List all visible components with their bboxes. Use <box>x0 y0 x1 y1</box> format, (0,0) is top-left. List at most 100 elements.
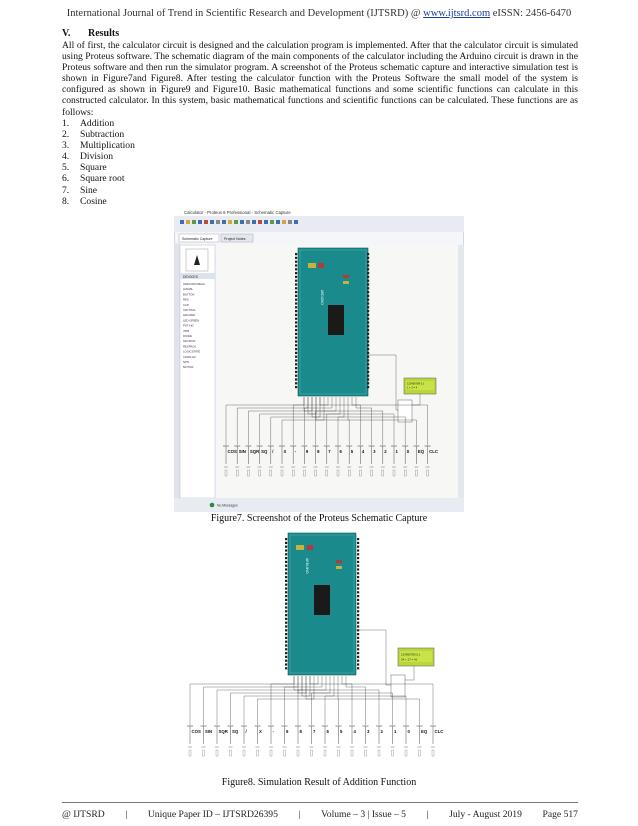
svg-text:9: 9 <box>306 449 309 454</box>
device-item[interactable]: BUTTON <box>183 292 194 296</box>
device-item[interactable]: CAP <box>183 303 189 307</box>
figure7-proteus-screenshot: Calculator - Proteus 8 Professional - Sc… <box>174 207 464 512</box>
calc-button[interactable]: SQR <box>245 445 260 477</box>
calc-button[interactable]: 7 <box>323 445 332 477</box>
toolbar-icons[interactable] <box>180 220 298 224</box>
device-item[interactable]: CRYSTAL <box>183 308 196 312</box>
calc-button[interactable]: 8 <box>295 725 303 757</box>
svg-text:ARDUINO: ARDUINO <box>305 558 309 574</box>
svg-text:9: 9 <box>286 729 289 734</box>
svg-text:CLC: CLC <box>429 449 438 454</box>
device-item[interactable]: CONN-H2 <box>183 355 196 359</box>
calc-button[interactable]: - <box>268 725 275 757</box>
svg-text:COS: COS <box>192 729 201 734</box>
svg-text:SQ: SQ <box>261 449 268 454</box>
device-item[interactable]: DIODE <box>183 334 192 338</box>
calc-button[interactable]: SIN <box>200 725 213 757</box>
svg-text:3: 3 <box>367 729 370 734</box>
list-item: 1.Addition <box>62 118 115 129</box>
svg-text:6: 6 <box>340 449 343 454</box>
calc-button[interactable]: 0 <box>403 725 411 757</box>
device-item[interactable]: NPN <box>183 360 189 364</box>
svg-text:COS: COS <box>228 449 237 454</box>
svg-text:5: 5 <box>340 729 343 734</box>
journal-link[interactable]: www.ijtsrd.com <box>423 8 491 19</box>
journal-header: International Journal of Trend in Scient… <box>66 8 572 19</box>
device-item[interactable]: LED-GREEN <box>183 318 199 322</box>
svg-text:/: / <box>246 729 248 734</box>
calc-button[interactable]: 3 <box>362 725 371 757</box>
svg-text:0: 0 <box>408 729 411 734</box>
calc-button[interactable]: 7 <box>308 725 317 757</box>
svg-text:8: 8 <box>300 729 303 734</box>
device-panel[interactable] <box>179 244 216 499</box>
section-number: V. <box>62 28 71 39</box>
device-item[interactable]: LED-RED <box>183 313 195 317</box>
function-list: 1.Addition 2.Subtraction 3.Multiplicatio… <box>62 118 135 207</box>
svg-text:7: 7 <box>313 729 316 734</box>
calc-button[interactable]: / <box>241 725 248 757</box>
device-item[interactable]: RESPACK <box>183 344 196 348</box>
svg-text:1: 1 <box>396 449 399 454</box>
calc-button[interactable]: 0 <box>402 445 410 477</box>
svg-text:0: 0 <box>407 449 410 454</box>
calc-button[interactable]: 9 <box>281 725 290 757</box>
figure8-caption: Figure8. Simulation Result of Addition F… <box>221 777 417 788</box>
device-item[interactable]: LM016L <box>183 287 194 291</box>
calc-button[interactable]: 2 <box>376 725 384 757</box>
calc-button[interactable]: 5 <box>335 725 344 757</box>
device-item[interactable]: MOTOR <box>183 365 193 369</box>
svg-text:SQ: SQ <box>232 729 239 734</box>
svg-text:X: X <box>259 729 262 734</box>
calc-button[interactable]: COS <box>223 445 237 477</box>
calc-button[interactable]: SQ <box>227 725 239 757</box>
device-item[interactable]: SW-SPST <box>183 339 196 343</box>
device-item[interactable]: LOGICSTATE <box>183 350 200 354</box>
calc-button[interactable]: SQR <box>214 725 229 757</box>
calc-button[interactable]: 2 <box>379 445 388 477</box>
svg-text:SQR: SQR <box>219 729 229 734</box>
svg-text:8: 8 <box>317 449 320 454</box>
calc-button[interactable]: X <box>279 445 287 477</box>
list-item: 8.Cosine <box>62 195 107 207</box>
list-item: 4.Division <box>62 151 114 163</box>
calc-button[interactable]: 5 <box>346 445 354 477</box>
svg-text:123456789 0.1: 123456789 0.1 <box>407 382 425 386</box>
calc-button[interactable]: EQ <box>413 445 425 477</box>
calc-button[interactable]: 3 <box>368 445 377 477</box>
calc-button[interactable]: X <box>254 725 263 757</box>
calc-button[interactable]: SQ <box>256 445 268 477</box>
scrollbar[interactable] <box>458 245 464 498</box>
device-item[interactable]: 7805 <box>183 329 190 333</box>
calc-button[interactable]: 8 <box>312 445 321 477</box>
calc-button[interactable]: 4 <box>349 725 357 757</box>
svg-text:3: 3 <box>373 449 376 454</box>
tab-schematic[interactable] <box>178 233 220 243</box>
tab-notes[interactable] <box>220 233 254 243</box>
calc-button[interactable]: 6 <box>335 445 343 477</box>
svg-text:SQR: SQR <box>250 449 260 454</box>
svg-text:SIN: SIN <box>205 729 212 734</box>
section-heading: V.Results <box>62 28 119 39</box>
calc-button[interactable]: COS <box>187 725 201 757</box>
calc-button[interactable]: 1 <box>391 445 399 477</box>
device-item[interactable]: ARDUINO MEGA <box>183 282 205 286</box>
calc-button[interactable]: - <box>290 445 297 477</box>
footer-divider <box>62 802 578 803</box>
calc-button[interactable]: 4 <box>357 445 365 477</box>
device-item[interactable]: POT-HG <box>183 324 194 328</box>
calc-button[interactable]: EQ <box>416 725 428 757</box>
svg-text:EQ: EQ <box>421 729 428 734</box>
svg-text:EQ: EQ <box>418 449 425 454</box>
calc-button[interactable]: 9 <box>301 445 309 477</box>
calc-button[interactable]: 1 <box>389 725 398 757</box>
device-item[interactable]: RES <box>183 298 189 302</box>
calc-button[interactable]: CLC <box>430 725 444 757</box>
calc-button[interactable]: / <box>267 445 275 477</box>
calc-button[interactable]: SIN <box>234 445 246 477</box>
calc-button[interactable]: CLC <box>424 445 438 477</box>
calc-button[interactable]: 6 <box>322 725 330 757</box>
svg-text:CLC: CLC <box>435 729 444 734</box>
svg-text:7: 7 <box>328 449 331 454</box>
